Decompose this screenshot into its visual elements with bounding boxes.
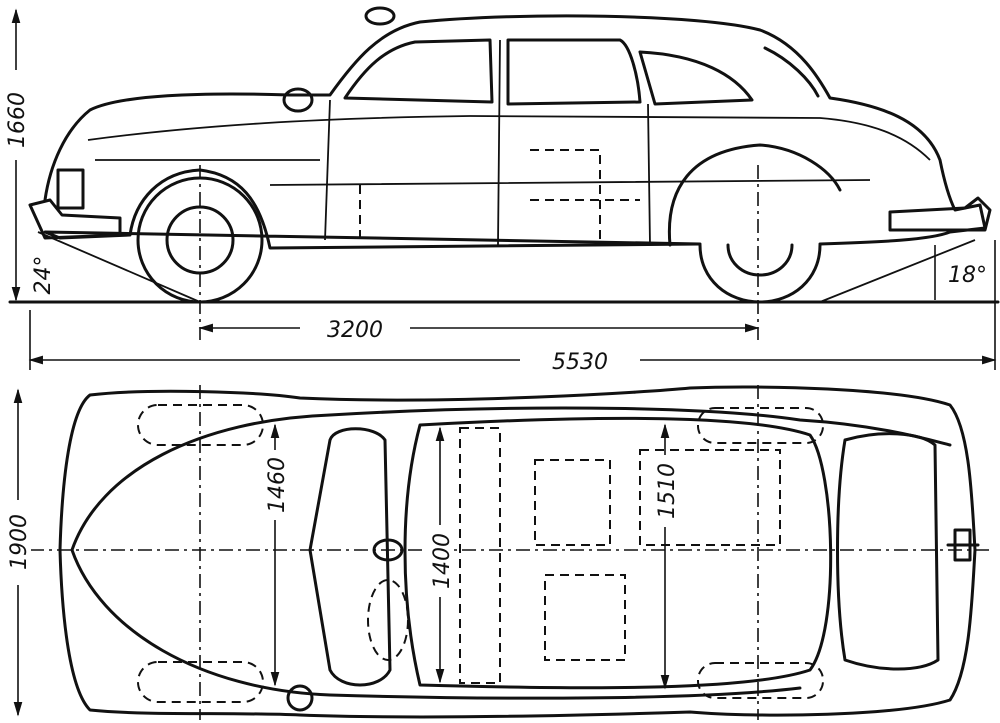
body-trim — [95, 159, 871, 186]
front-angle-label: 24° — [31, 256, 56, 295]
headlamp-top-icon — [286, 684, 314, 712]
rear-angle-label: 18° — [948, 263, 987, 288]
rear-seat-hidden — [639, 449, 781, 546]
belt-line — [87, 115, 931, 161]
rear-bumper — [888, 196, 992, 232]
rear-fender-skirt — [667, 143, 842, 247]
top-view: 1900 1460 1400 1510 — [5, 385, 990, 720]
overall-length-label: 5530 — [552, 350, 608, 375]
back-glass — [763, 46, 820, 98]
rear-window-top — [836, 432, 940, 671]
grille — [56, 168, 85, 210]
rear-right-wheel-hidden — [697, 662, 824, 699]
interior-width-label: 1400 — [430, 533, 455, 589]
roof-outline — [403, 416, 833, 690]
front-seat-hidden — [459, 427, 501, 684]
hood-and-body-line — [70, 406, 952, 700]
axle-centerlines — [199, 165, 759, 340]
front-left-wheel-hidden — [137, 404, 264, 446]
middle-window — [506, 38, 642, 106]
overall-width-label: 1900 — [7, 514, 32, 570]
windshield — [308, 427, 392, 687]
front-window — [343, 38, 494, 104]
rear-window — [638, 50, 754, 106]
floor-hidden — [544, 574, 626, 661]
wheelbase-label: 3200 — [327, 318, 383, 343]
side-view: 1660 24° 18° 3200 5530 — [4, 6, 1000, 375]
approach-departure-lines — [37, 231, 976, 303]
rear-wheel — [698, 243, 822, 304]
top-centerlines — [30, 385, 990, 720]
front-right-wheel-hidden — [137, 661, 264, 703]
seat-hidden-lines — [359, 149, 640, 240]
roof-lamp-icon — [364, 6, 396, 26]
height-label: 1660 — [5, 92, 30, 148]
headlamp-icon — [282, 87, 314, 113]
rear-track-label: 1510 — [655, 463, 680, 519]
rear-left-wheel-hidden — [697, 407, 824, 444]
top-body-outline — [58, 385, 977, 719]
door-lines — [324, 39, 651, 246]
front-bumper — [28, 198, 122, 240]
side-body-outline — [43, 14, 987, 250]
steering-wheel-hidden — [367, 579, 409, 661]
front-track-label: 1460 — [265, 457, 290, 513]
jump-seat-hidden — [534, 459, 611, 546]
